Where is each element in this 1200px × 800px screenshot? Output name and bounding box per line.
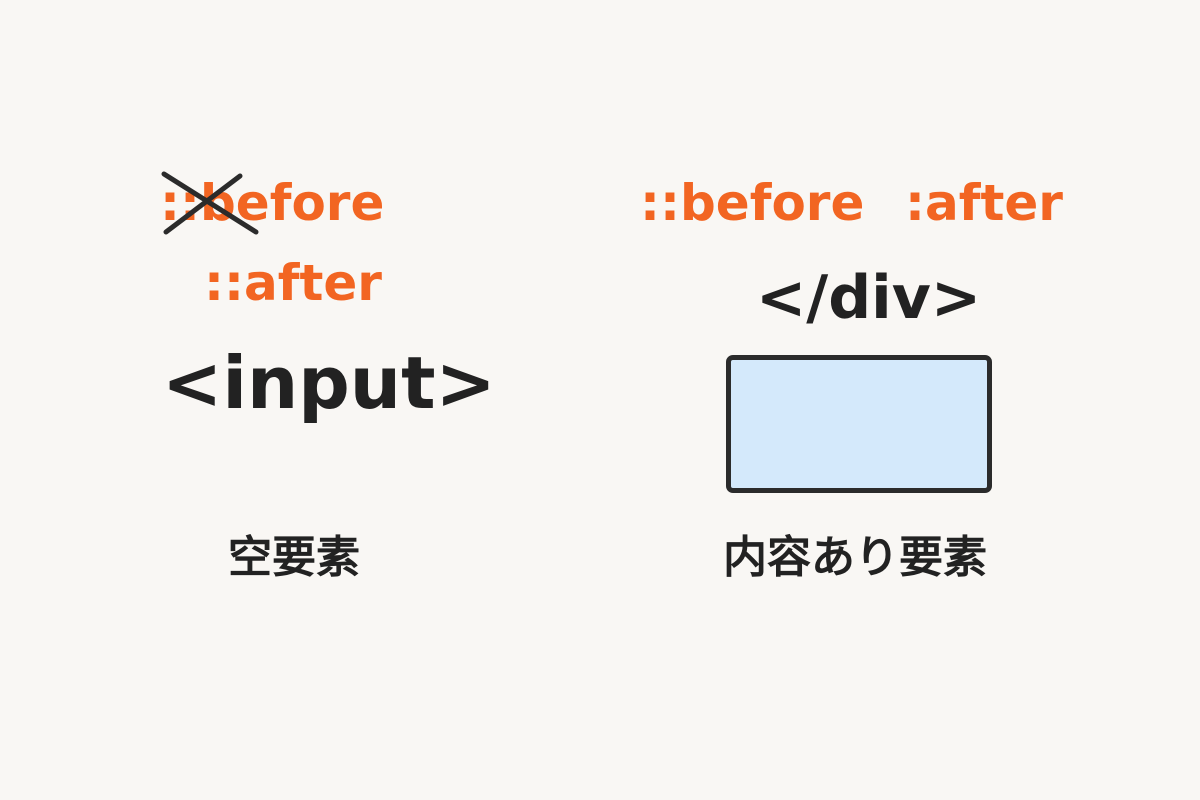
content-box [726, 355, 992, 493]
after-pseudo-label: ::after [204, 254, 382, 312]
after-pseudo-label: :after [905, 174, 1063, 232]
empty-element-caption: 空要素 [228, 532, 360, 583]
content-element-panel: ::before :after </div> 内容あり要素 [600, 0, 1200, 800]
before-pseudo-label: ::before [160, 174, 385, 232]
input-tag: <input> [162, 341, 496, 425]
content-element-caption: 内容あり要素 [723, 532, 987, 583]
before-pseudo-label: ::before [640, 174, 865, 232]
before-pseudo-crossed: ::before [160, 170, 460, 240]
cross-out-icon [161, 171, 259, 235]
empty-element-panel: ::before ::after <input> 空要素 [160, 170, 496, 583]
div-closing-tag: </div> [756, 263, 982, 333]
